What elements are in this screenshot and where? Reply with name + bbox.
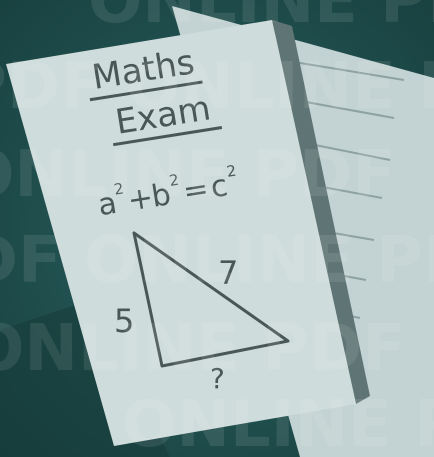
right-triangle [132,231,290,368]
watermark-row-2: PDF ONLINE PDF [0,50,434,124]
watermark-row-6: ONLINE PDF [122,388,434,457]
formula-c-exponent: 2 [225,162,237,181]
title-underline-1 [89,80,203,102]
watermark-row-4: PDF ONLINE PDF [0,224,434,298]
watermark-row-3: ONLINE PDF [0,138,396,212]
formula-a-exponent: 2 [113,179,125,198]
formula-equals: = [181,171,211,210]
front-paper [6,20,356,446]
formula-plus: + [125,180,155,219]
formula-a: a [96,186,120,223]
front-paper-shadow [272,20,370,404]
formula-b-exponent: 2 [168,171,180,190]
triangle-side-bottom: ? [210,362,225,395]
formula-c: c [208,168,230,205]
pythagoras-formula: a 2 + b 2 = c 2 [96,162,238,224]
watermark-row-5: ONLINE PDF [0,312,406,386]
watermark-row-1: ONLINE PDF [88,0,434,38]
title-underline-2 [112,125,223,147]
triangle-side-left: 5 [114,302,134,340]
triangle-side-hypotenuse: 7 [218,254,238,292]
